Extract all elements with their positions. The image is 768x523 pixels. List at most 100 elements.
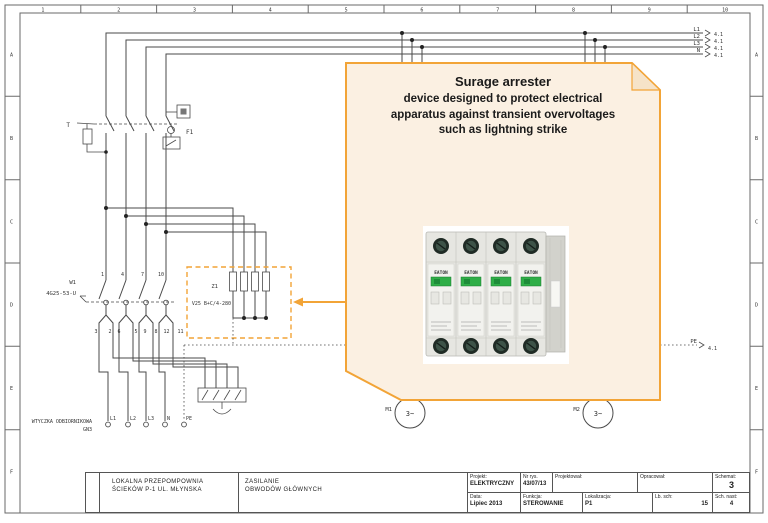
row-label: F	[755, 469, 758, 475]
col-label: 9	[648, 8, 651, 14]
row-label: C	[10, 219, 13, 225]
indicator-square	[180, 108, 187, 115]
terminal-label: L2	[130, 416, 136, 422]
status-window	[430, 276, 452, 287]
callout-line: such as lightning strike	[438, 124, 568, 136]
terminal-number: 6	[118, 329, 121, 335]
row-label: B	[755, 136, 758, 142]
motor-m1: 3~ M1	[385, 397, 426, 429]
projekt-value: ELEKTRYCZNY	[470, 481, 515, 487]
breaker-label: F1	[186, 129, 194, 136]
terminal-label: N	[167, 416, 170, 422]
frame-column-labels: 1 2 3 4 5 6 7 8 9 10	[41, 8, 728, 14]
funkcja-cell: Funkcja: STEROWANIE	[521, 492, 583, 512]
col-label: 4	[269, 8, 272, 14]
terminal-number: 9	[144, 329, 147, 335]
bus-label-n: N	[697, 48, 700, 54]
pole-number: 10	[158, 272, 164, 278]
col-label: 5	[345, 8, 348, 14]
col-label: 2	[117, 8, 120, 14]
opracowal-label: Opracował:	[640, 474, 666, 480]
switch-w1-symbol: W1 4G25-53-U 1 4 7 10 3 2 6 5 9 8 12 11	[46, 272, 184, 352]
callout-line: device designed to protect electrical	[403, 93, 603, 105]
projekt-cell: Projekt: ELEKTRYCZNY	[468, 473, 521, 492]
surge-arrester-photo: EATON EATON	[423, 226, 569, 364]
sch-nast-cell: Sch. nast: 4	[713, 493, 748, 512]
pole-number: 1	[101, 272, 104, 278]
data-value: Lipiec 2013	[470, 500, 503, 507]
outgoing-terminals: L1 L2 L3 N PE WTYCZKA ODBIORNIKOWA GN3	[32, 352, 247, 433]
nr-rys-value: 43/07/13	[523, 481, 547, 487]
row-label: D	[755, 303, 758, 309]
callout-line: apparatus against transient overvoltages	[390, 108, 616, 121]
drawing-name-cell: ZASILANIE OBWODÓW GŁÓWNYCH	[239, 473, 468, 512]
eaton-logo: EATON	[464, 270, 478, 276]
device-module: EATON	[427, 238, 455, 354]
arrester-type: V25 B+C/4-280	[192, 301, 231, 307]
col-label: 8	[572, 8, 575, 14]
col-label: 7	[496, 8, 499, 14]
breaker-f1-symbol: T F1	[66, 104, 194, 232]
pole-number: 4	[121, 272, 124, 278]
title-block-grid: Projekt: ELEKTRYCZNY Nr rys. 43/07/13 Pr…	[468, 473, 749, 512]
schemat-label: Schemat:	[715, 474, 737, 480]
eaton-logo: EATON	[434, 270, 448, 276]
projekt-label: Projekt:	[470, 474, 487, 480]
terminal-number: 2	[108, 329, 111, 335]
col-label: 3	[193, 8, 196, 14]
motor-label: M1	[385, 407, 392, 413]
row-label: F	[10, 469, 13, 475]
terminal-number: 11	[178, 329, 184, 335]
sch-nast-value: 4	[729, 500, 734, 507]
terminal-label: PE	[186, 416, 192, 422]
supply-buses: L1 4.1 L2 4.1 L3 4.1 N 4.1	[105, 27, 723, 108]
drawing-frame: 1 2 3 4 5 6 7 8 9 10 A B C D E F A B C D…	[4, 4, 764, 514]
lokalizacja-cell: Lokalizacja: P1	[583, 492, 653, 512]
motor-label: M2	[573, 407, 580, 413]
bus-label-l2: L2	[693, 34, 700, 40]
drawing-line2: OBWODÓW GŁÓWNYCH	[245, 487, 323, 493]
device-module: EATON	[457, 238, 485, 354]
object-name-cell: LOKALNA PRZEPOMPOWNIA ŚCIEKÓW P-1 UL. MŁ…	[100, 473, 239, 512]
status-window	[460, 276, 482, 287]
projektowal-label: Projektował:	[555, 474, 583, 480]
callout-title: Surage arrester	[454, 74, 552, 89]
bus-ref: 4.1	[714, 32, 723, 38]
terminal-number: 5	[134, 329, 137, 335]
pe-ref: 4.1	[708, 346, 717, 352]
lb-sch-cell: Lb. sch: 15	[653, 492, 713, 512]
frame-row-labels: A B C D E F A B C D E F	[10, 53, 758, 476]
bus-label-l3: L3	[693, 41, 700, 47]
drawing-line1: ZASILANIE	[245, 479, 280, 485]
folded-corner	[631, 61, 662, 91]
pe-ref-label: PE	[690, 339, 697, 345]
pole-number: 7	[141, 272, 144, 278]
status-window	[520, 276, 542, 287]
terminal-label: L1	[110, 416, 116, 422]
object-line2: ŚCIEKÓW P-1 UL. MŁYNSKA	[112, 487, 202, 493]
schemat-value: 3	[728, 480, 734, 490]
eaton-logo: EATON	[494, 270, 508, 276]
terminal-number: 12	[164, 329, 170, 335]
arrester-highlight-box	[186, 266, 292, 339]
distribution-wires	[104, 206, 267, 280]
motor-symbol: 3~	[406, 410, 414, 418]
sch-nast-label: Sch. nast:	[715, 493, 738, 500]
arrester-name: Z1	[211, 284, 218, 290]
plug-label-id: GN3	[83, 427, 92, 433]
row-label: E	[10, 386, 13, 392]
bus-ref: 4.1	[714, 53, 723, 59]
bus-ref: 4.1	[714, 46, 723, 52]
funkcja-label: Funkcja:	[523, 493, 542, 500]
row-label: D	[10, 303, 13, 309]
callout-text: Surage arrester device designed to prote…	[345, 74, 661, 139]
test-button-label: T	[66, 122, 70, 129]
terminal-number: 8	[154, 329, 157, 335]
row-label: C	[755, 219, 758, 225]
callout-arrow	[293, 297, 345, 307]
device-module: EATON	[517, 238, 545, 354]
plug-label: WTYCZKA ODBIORNIKOWA	[32, 419, 92, 425]
bus-label-l1: L1	[693, 27, 700, 33]
device-module: EATON	[487, 238, 515, 354]
row-label: E	[755, 386, 758, 392]
